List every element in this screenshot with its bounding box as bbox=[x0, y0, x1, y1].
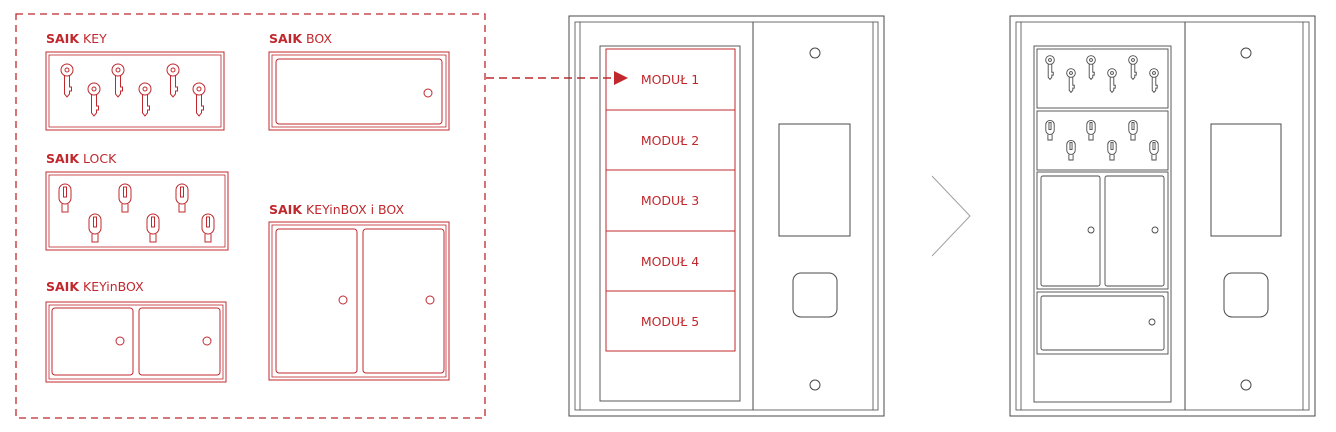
label-saik-lock: SAIK LOCK bbox=[46, 151, 117, 166]
slot-label-1: MODUŁ 1 bbox=[641, 72, 699, 87]
module-catalogue: SAIK KEY SAIK LOCK SAIK KEYinBOX SAIK BO… bbox=[15, 13, 486, 419]
dashed-arrow-icon bbox=[486, 71, 628, 85]
slot-label-2: MODUŁ 2 bbox=[641, 133, 699, 148]
module-saik-keyinbox bbox=[45, 301, 227, 383]
keys-icon bbox=[1045, 55, 1159, 94]
keys-icon bbox=[60, 63, 206, 117]
slot-label-5: MODUŁ 5 bbox=[641, 314, 699, 329]
slot-label-3: MODUŁ 3 bbox=[641, 193, 699, 208]
label-saik-box: SAIK BOX bbox=[269, 31, 332, 46]
label-saik-keyinbox-i-box: SAIK KEYinBOX i BOX bbox=[269, 202, 404, 217]
module-saik-lock bbox=[45, 171, 229, 251]
cabinet-assembled bbox=[1009, 15, 1316, 417]
cabinet-outer bbox=[568, 15, 885, 417]
module-saik-keyinbox-i-box bbox=[268, 221, 450, 381]
module-saik-box bbox=[268, 51, 450, 131]
cabinet-modules-layout bbox=[568, 15, 885, 417]
locks-icon bbox=[58, 183, 215, 243]
module-slots: MODUŁ 1 MODUŁ 2 MODUŁ 3 MODUŁ 4 MODUŁ 5 bbox=[605, 48, 736, 352]
label-saik-keyinbox: SAIK KEYinBOX bbox=[46, 279, 144, 294]
locks-icon bbox=[1045, 119, 1159, 161]
reader-panel bbox=[792, 272, 838, 318]
catalogue-dashed-border bbox=[15, 13, 486, 419]
display-panel bbox=[778, 123, 851, 237]
chevron-right-icon bbox=[931, 175, 971, 257]
label-saik-key: SAIK KEY bbox=[46, 31, 107, 46]
slot-label-4: MODUŁ 4 bbox=[641, 254, 699, 269]
module-saik-key bbox=[45, 51, 225, 131]
